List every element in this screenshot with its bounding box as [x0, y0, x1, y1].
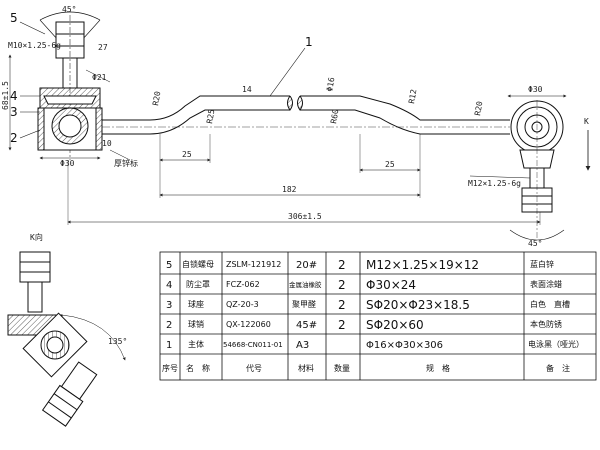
- table-row: 2 球销 QX-122060 45# 2 SΦ20×60 本色防锈: [166, 318, 562, 332]
- row-material: 聚甲醛: [292, 299, 316, 309]
- rod-r1: R20: [151, 90, 162, 106]
- balloon-3: 3: [10, 105, 18, 119]
- rod-small: R25: [205, 108, 216, 124]
- tie-rod: [67, 95, 541, 225]
- seg-left-dim: 25: [182, 150, 192, 159]
- row-no: 4: [166, 280, 172, 291]
- row-name: 防尘罩: [186, 279, 210, 289]
- rod-dia: Φ16: [325, 76, 336, 92]
- small-dim: 10: [102, 139, 112, 148]
- balloon-5: 5: [10, 11, 18, 25]
- table-row: 5 自锁螺母 ZSLM-121912 20# 2 M12×1.25×19×12 …: [166, 258, 554, 272]
- row-no: 3: [166, 300, 172, 311]
- len-total-dim: 306±1.5: [288, 212, 322, 221]
- row-note: 表面涂蜡: [530, 279, 562, 289]
- table-row: 4 防尘罩 FCZ-062 金属油橡胶 2 Φ30×24 表面涂蜡: [166, 278, 562, 292]
- note-label: 厚锌标: [114, 158, 138, 168]
- leader-1: [269, 47, 306, 97]
- row-name: 自锁螺母: [182, 259, 214, 269]
- wrench-dim: 27: [98, 43, 108, 52]
- header-no: 序号: [162, 363, 178, 373]
- row-note: 电泳黑（哑光）: [528, 339, 584, 349]
- row-spec: SΦ20×60: [366, 318, 424, 332]
- row-note: 白色 直槽: [530, 299, 570, 309]
- header-qty: 数量: [334, 363, 350, 373]
- row-spec: Φ16×Φ30×306: [366, 340, 443, 351]
- balloon-2: 2: [10, 131, 18, 145]
- row-spec: Φ30×24: [366, 278, 416, 292]
- row-note: 本色防锈: [530, 319, 562, 329]
- row-qty: 2: [338, 278, 346, 292]
- leader-2: [19, 129, 41, 139]
- row-note: 蓝白锌: [530, 259, 554, 269]
- row-qty: 2: [338, 258, 346, 272]
- table-row: 3 球座 QZ-20-3 聚甲醛 2 SΦ20×Φ23×18.5 白色 直槽: [166, 298, 570, 312]
- rod-r3: R12: [407, 88, 418, 104]
- dia-top-dim: Φ21: [92, 73, 107, 82]
- row-material: 20#: [296, 260, 317, 271]
- rod-r4: R60: [329, 108, 340, 124]
- len-inner-dim: 182: [282, 185, 297, 194]
- leader-5: [19, 21, 46, 35]
- rod-dim1: 14: [242, 85, 252, 94]
- rod-r2: R20: [473, 100, 484, 116]
- angle-label-top: 45°: [62, 5, 76, 14]
- left-ball-joint: [8, 11, 131, 161]
- row-no: 2: [166, 320, 172, 331]
- right-dia-dim: Φ30: [528, 85, 543, 94]
- right-angle-label: 45°: [528, 239, 542, 248]
- header-material: 材料: [298, 363, 314, 373]
- table-row: 1 主体 54668-CN011-01 A3 Φ16×Φ30×306 电泳黑（哑…: [166, 339, 584, 351]
- header-code: 代号: [246, 363, 262, 373]
- row-name: 球座: [188, 299, 204, 309]
- header-name: 名 称: [186, 363, 210, 373]
- detail-view: [7, 251, 126, 427]
- balloon-4: 4: [10, 89, 18, 103]
- row-material: 金属油橡胶: [289, 280, 322, 289]
- row-name: 主体: [188, 339, 204, 349]
- height-dim: 68±1.5: [1, 81, 10, 110]
- row-code: FCZ-062: [226, 280, 260, 289]
- parts-table: [159, 251, 597, 381]
- row-spec: M12×1.25×19×12: [366, 258, 479, 272]
- detail-angle-label: 135°: [108, 337, 127, 346]
- right-thread-label: M12×1.25-6g: [468, 179, 521, 188]
- view-k-label: K: [584, 117, 589, 126]
- row-code: QZ-20-3: [226, 300, 259, 309]
- detail-view-label: K向: [30, 232, 43, 242]
- table-header: 序号 名 称 代号 材料 数量 规 格 备 注: [162, 363, 570, 373]
- row-no: 1: [166, 340, 172, 351]
- row-no: 5: [166, 260, 172, 271]
- row-qty: 2: [338, 298, 346, 312]
- dia-bottom-dim: Φ30: [60, 159, 75, 168]
- row-code: ZSLM-121912: [226, 260, 281, 269]
- row-qty: 2: [338, 318, 346, 332]
- header-spec: 规 格: [426, 363, 450, 373]
- row-material: 45#: [296, 320, 317, 331]
- seg-right-dim: 25: [385, 160, 395, 169]
- row-spec: SΦ20×Φ23×18.5: [366, 298, 470, 312]
- row-material: A3: [296, 340, 309, 351]
- header-note: 备 注: [546, 363, 570, 373]
- row-code: QX-122060: [226, 320, 271, 329]
- thread-label-left: M10×1.25-6g: [8, 41, 61, 50]
- row-name: 球销: [188, 319, 204, 329]
- right-ball-joint: [469, 94, 591, 241]
- row-code: 54668-CN011-01: [223, 341, 283, 349]
- balloon-1: 1: [305, 35, 313, 49]
